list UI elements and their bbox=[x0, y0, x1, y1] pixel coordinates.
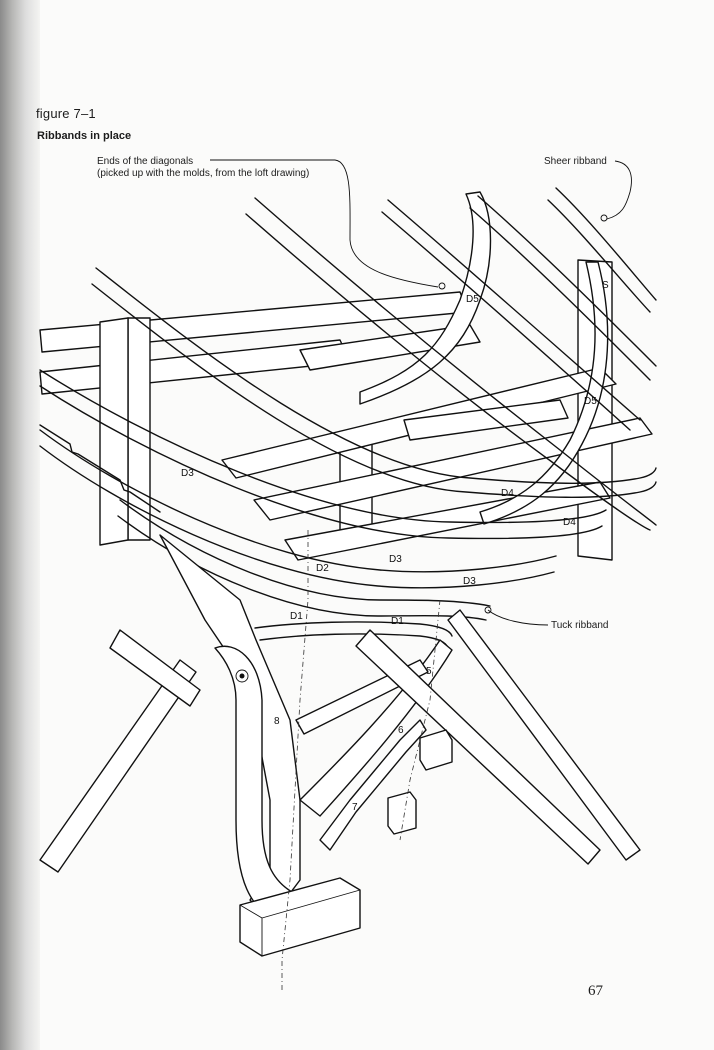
ribband-d2-upper bbox=[39, 429, 557, 573]
ribband-d3-upper bbox=[39, 369, 607, 524]
base-block bbox=[239, 877, 361, 957]
ribband-right-a bbox=[477, 195, 657, 367]
bolt-hole-outer bbox=[235, 669, 249, 683]
ribband-d2-lower bbox=[39, 445, 555, 589]
tuck-ribband-upper bbox=[254, 621, 453, 637]
building-stand bbox=[39, 609, 641, 957]
page-number: 67 bbox=[588, 983, 603, 999]
tuck-ribband-lower bbox=[259, 633, 449, 649]
label-d1-center: D1 bbox=[391, 616, 404, 627]
ends-of-diagonals-callout: Ends of the diagonals (picked up with th… bbox=[97, 156, 309, 180]
tuck-ribband-leader bbox=[487, 609, 549, 626]
ribband-d4-lower bbox=[91, 283, 657, 498]
label-d3-right: D3 bbox=[463, 576, 476, 587]
station-molds bbox=[221, 191, 653, 561]
ribband-d5-lower bbox=[245, 213, 651, 531]
post-left bbox=[127, 317, 151, 541]
label-d3-center: D3 bbox=[389, 554, 402, 565]
ribband-d5-right-b bbox=[381, 211, 631, 431]
ribband-d4-upper bbox=[95, 267, 657, 484]
transom-frame bbox=[359, 191, 492, 405]
support-block-lower bbox=[387, 791, 417, 835]
sheer-ribband-b bbox=[547, 199, 651, 313]
leader-lines bbox=[210, 159, 632, 626]
ribbands bbox=[39, 187, 657, 649]
label-d4-right: D4 bbox=[563, 517, 576, 528]
ribband-d5-right-a bbox=[387, 199, 641, 421]
center-line-aft bbox=[399, 599, 441, 841]
support-block-upper bbox=[419, 729, 453, 771]
stem-piece bbox=[159, 534, 301, 921]
sheer-ribband-callout: Sheer ribband bbox=[544, 156, 607, 167]
figure-title: Ribbands in place bbox=[37, 130, 132, 142]
label-d4-center: D4 bbox=[501, 488, 514, 499]
keel-stem-assembly bbox=[159, 534, 453, 923]
sheer-ribband-leader bbox=[606, 160, 632, 220]
label-station-8: 8 bbox=[274, 716, 280, 727]
label-station-5: 5 bbox=[426, 666, 432, 677]
post-left-side bbox=[99, 317, 129, 546]
notched-ribband bbox=[39, 424, 161, 513]
label-d5-top: D5 bbox=[466, 294, 479, 305]
label-station-6: 6 bbox=[398, 725, 404, 736]
diagonal-end-marks bbox=[438, 214, 608, 614]
aft-frame bbox=[479, 261, 609, 525]
leg-brace-left bbox=[109, 629, 201, 707]
ribband-d3-lower bbox=[39, 385, 603, 540]
bolt-hole-inner bbox=[239, 673, 245, 679]
label-d2: D2 bbox=[316, 563, 329, 574]
mold-5 bbox=[403, 399, 569, 441]
ends-of-diagonals-line1: Ends of the diagonals bbox=[97, 156, 194, 167]
label-station-7: 7 bbox=[352, 802, 358, 813]
center-line bbox=[281, 530, 309, 990]
ribband-right-b bbox=[469, 207, 651, 381]
label-d1-left: D1 bbox=[290, 611, 303, 622]
tuck-end-mark bbox=[484, 606, 492, 614]
notched-ribband-ends bbox=[39, 424, 161, 513]
label-s: S bbox=[602, 280, 609, 291]
tuck-ribband-callout: Tuck ribband bbox=[551, 620, 609, 631]
keel-lower bbox=[319, 719, 427, 851]
base-block-edges bbox=[239, 889, 361, 956]
ribband-d1-upper bbox=[119, 499, 491, 607]
leg-right-outer bbox=[447, 609, 641, 861]
label-d3-left: D3 bbox=[181, 468, 194, 479]
diagonal-labels: S D5 D5 D4 D4 D3 D3 D3 D2 D1 D1 5 6 7 8 bbox=[181, 280, 609, 813]
sheer-end-mark bbox=[600, 214, 608, 222]
leg-left bbox=[39, 659, 197, 873]
page-gutter-shadow bbox=[0, 0, 40, 1050]
figure-number: figure 7–1 bbox=[36, 106, 96, 121]
d5-end-mark bbox=[438, 282, 446, 290]
ends-of-diagonals-line2: (picked up with the molds, from the loft… bbox=[97, 168, 310, 179]
leg-right-diagonal bbox=[355, 629, 601, 865]
ribband-d5-upper bbox=[254, 197, 657, 526]
sheer-ribband-a bbox=[555, 187, 657, 301]
label-d5-right: D5 bbox=[584, 396, 597, 407]
ends-of-diagonals-leader bbox=[210, 159, 439, 288]
